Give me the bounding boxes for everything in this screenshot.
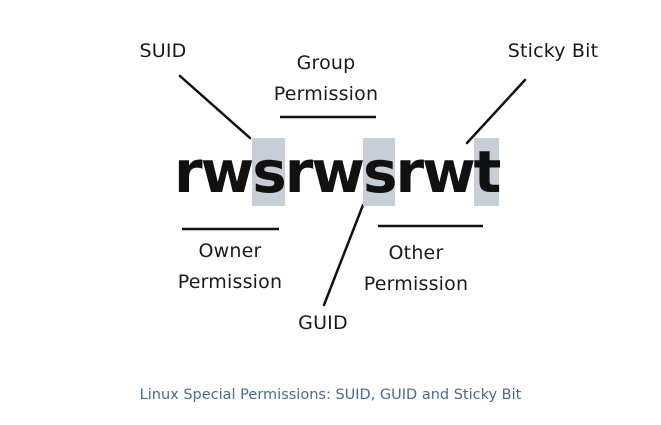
permission-string: rwsrwsrwt <box>174 134 501 210</box>
permission-char: s <box>252 138 287 206</box>
permission-char: r <box>395 138 424 206</box>
permission-char: w <box>422 138 476 206</box>
owner-label-line2: Permission <box>177 271 283 293</box>
suid-label: SUID <box>139 40 187 62</box>
permission-char: w <box>311 138 365 206</box>
group-label-line1: Group <box>296 52 356 74</box>
other-permission-label: Other Permission <box>360 238 472 300</box>
permission-char: w <box>200 138 255 206</box>
figure-caption: Linux Special Permissions: SUID, GUID an… <box>139 387 522 403</box>
permission-char: t <box>473 138 501 206</box>
owner-permission-label: Owner Permission <box>174 236 286 298</box>
permission-char: r <box>284 138 314 206</box>
other-label-line2: Permission <box>363 273 469 295</box>
group-permission-label: Group Permission <box>270 48 382 110</box>
suid-pointer-line <box>178 74 252 140</box>
group-label-line2: Permission <box>273 83 379 105</box>
owner-label-line1: Owner <box>198 240 262 262</box>
sticky-pointer-line <box>465 78 527 145</box>
guid-pointer-line <box>322 203 365 307</box>
guid-label: GUID <box>298 312 348 334</box>
sticky-bit-label: Sticky Bit <box>507 40 599 62</box>
other-label-line1: Other <box>388 242 444 264</box>
permission-char: s <box>362 138 397 206</box>
permission-char: r <box>174 138 203 206</box>
